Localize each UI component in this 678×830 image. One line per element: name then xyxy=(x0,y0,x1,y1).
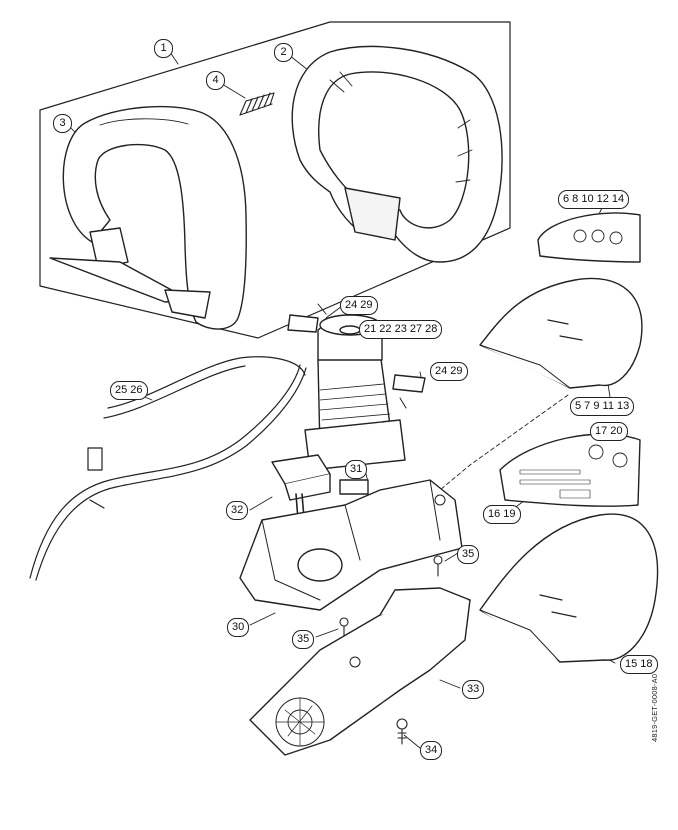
callout-24-29-a: 24 29 xyxy=(340,296,378,315)
bottom-cover-part xyxy=(249,587,471,756)
callout-34: 34 xyxy=(420,741,443,760)
cable-part xyxy=(29,356,307,581)
callout-24-29-b: 24 29 xyxy=(430,362,468,381)
callout-16-19: 16 19 xyxy=(483,505,521,524)
front-handle-part xyxy=(49,105,247,330)
callout-25-26: 25 26 xyxy=(110,381,148,400)
document-id: 4819-GET-0008-A0 xyxy=(650,673,659,742)
rear-handle-part xyxy=(291,45,503,263)
callout-31: 31 xyxy=(345,460,368,479)
screw-part xyxy=(339,555,443,745)
callout-35-a: 35 xyxy=(457,545,480,564)
callout-32: 32 xyxy=(226,501,249,520)
callout-30: 30 xyxy=(227,618,250,637)
housing-part xyxy=(239,479,463,611)
lower-cover-part xyxy=(479,513,659,663)
callout-1: 1 xyxy=(154,39,173,58)
callout-15-18: 15 18 xyxy=(620,655,658,674)
carbon-brush-part xyxy=(287,303,426,409)
callout-2: 2 xyxy=(274,43,293,62)
callout-4: 4 xyxy=(206,71,225,90)
callout-5-13: 5 7 9 11 13 xyxy=(570,397,635,416)
upper-cover-part xyxy=(479,277,643,389)
callout-17-20: 17 20 xyxy=(590,422,628,441)
callout-35-b: 35 xyxy=(292,630,315,649)
callout-33: 33 xyxy=(462,680,485,699)
handle-assembly-box xyxy=(39,21,511,339)
alignment-dashed-line xyxy=(439,394,569,491)
insulator-part xyxy=(339,479,369,495)
callout-21-28: 21 22 23 27 28 xyxy=(359,320,443,339)
warning-decal-part xyxy=(537,212,641,263)
spring-part xyxy=(239,92,275,116)
callout-6-14: 6 8 10 12 14 xyxy=(558,190,630,209)
rating-decal-part xyxy=(499,433,641,507)
callout-3: 3 xyxy=(53,114,72,133)
